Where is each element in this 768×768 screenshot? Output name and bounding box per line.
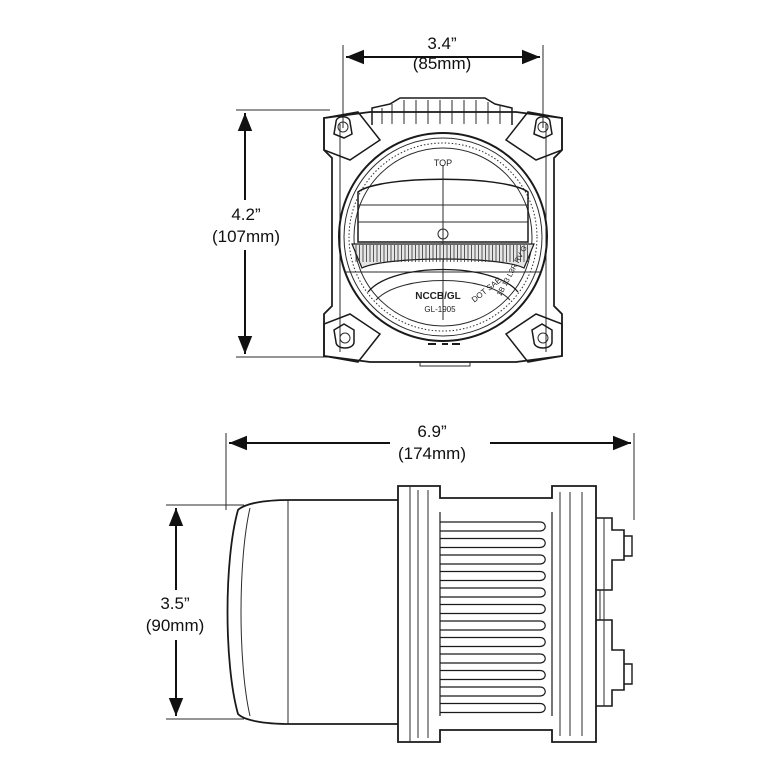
mounting-tab-top-left bbox=[323, 111, 382, 161]
heatsink-fin bbox=[440, 686, 546, 697]
heatsink-fin bbox=[440, 521, 546, 532]
heatsink-fin bbox=[440, 620, 546, 631]
front-lens: TOP NCCB/GL GL-1905 DOT SAE 1B 13 L3R RV… bbox=[338, 132, 548, 342]
mounting-tab-bottom-left bbox=[323, 313, 382, 363]
heatsink-fin bbox=[440, 570, 546, 582]
side-view: 6.9” (174mm) 3.5” (90mm) bbox=[132, 420, 635, 743]
front-view: 3.4” (85mm) 4.2” (107mm) bbox=[205, 34, 563, 367]
cutoff-hatch bbox=[355, 245, 528, 262]
lens-brand-marking: NCCB/GL bbox=[415, 291, 461, 302]
side-length-metric-label: (174mm) bbox=[398, 444, 466, 463]
heatsink-fin bbox=[440, 636, 546, 648]
front-width-imperial-label: 3.4” bbox=[427, 34, 457, 53]
side-rear-connector bbox=[596, 517, 633, 707]
side-length-dimension: 6.9” (174mm) bbox=[225, 420, 635, 520]
heatsink-fin bbox=[440, 702, 546, 714]
side-height-metric-label: (90mm) bbox=[146, 616, 205, 635]
side-lens-dome bbox=[226, 499, 398, 725]
lens-top-marking: TOP bbox=[434, 158, 452, 168]
side-height-imperial-label: 3.5” bbox=[160, 594, 190, 613]
heatsink-fin bbox=[440, 653, 546, 664]
front-width-dimension: 3.4” (85mm) bbox=[342, 34, 544, 128]
front-height-imperial-label: 4.2” bbox=[231, 205, 261, 224]
heatsink-fin bbox=[440, 669, 546, 681]
heatsink-fin bbox=[440, 537, 546, 549]
side-length-imperial-label: 6.9” bbox=[417, 422, 447, 441]
heatsink-fin bbox=[440, 603, 546, 615]
side-height-dimension: 3.5” (90mm) bbox=[132, 504, 244, 720]
heatsink-fin bbox=[440, 554, 546, 565]
side-heatsink-housing bbox=[397, 485, 597, 743]
heatsink-fins bbox=[440, 521, 546, 714]
mounting-tab-top-right bbox=[504, 111, 563, 161]
front-width-metric-label: (85mm) bbox=[413, 54, 472, 73]
lens-model-marking: GL-1905 bbox=[424, 305, 456, 314]
front-height-dimension: 4.2” (107mm) bbox=[205, 109, 330, 358]
front-height-metric-label: (107mm) bbox=[212, 227, 280, 246]
mounting-tab-bottom-right bbox=[504, 313, 563, 363]
heatsink-fin bbox=[440, 587, 546, 598]
